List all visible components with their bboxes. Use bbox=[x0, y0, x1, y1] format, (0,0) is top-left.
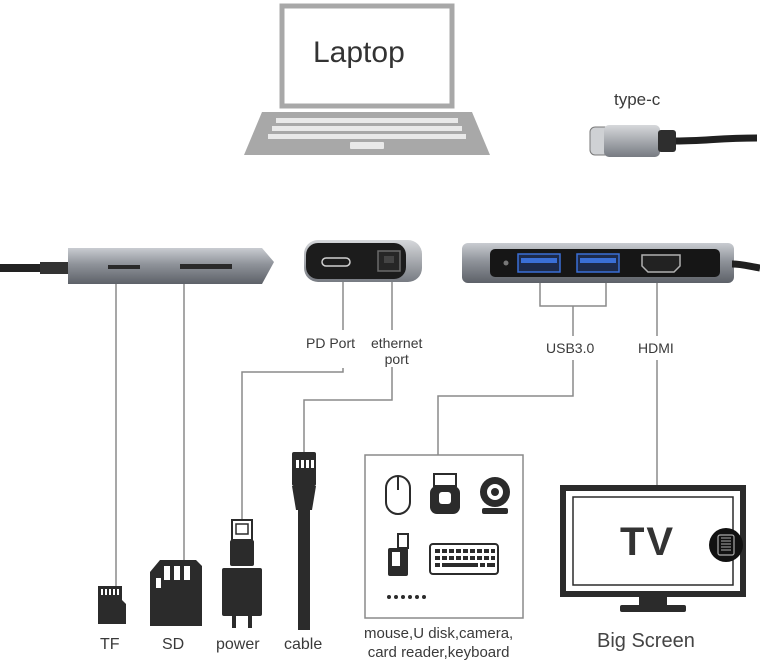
tv-screen-label: TV bbox=[620, 520, 676, 564]
ethernet-cable-icon bbox=[292, 452, 316, 630]
hdmi-label: HDMI bbox=[638, 340, 674, 356]
peripherals-box bbox=[364, 454, 524, 619]
type-c-cable-icon bbox=[589, 125, 758, 157]
laptop-label: Laptop bbox=[313, 36, 405, 69]
ethernet-label-line1: ethernet bbox=[371, 335, 423, 351]
big-screen-label: Big Screen bbox=[597, 630, 695, 652]
usb-hdmi-hub bbox=[462, 243, 760, 283]
tf-label: TF bbox=[100, 636, 120, 653]
laptop-icon bbox=[244, 3, 490, 155]
peripherals-label: mouse,U disk,camera, card reader,keyboar… bbox=[364, 624, 513, 662]
usb-label: USB3.0 bbox=[546, 340, 595, 356]
card-reader-hub bbox=[0, 248, 274, 284]
pd-ethernet-hub bbox=[304, 240, 422, 282]
camera-icon bbox=[480, 477, 510, 514]
peripherals-label-line1: mouse,U disk,camera, bbox=[364, 625, 514, 642]
ethernet-label-line2: port bbox=[384, 351, 409, 367]
tf-card-icon bbox=[98, 586, 126, 624]
mouse-icon bbox=[385, 475, 411, 515]
ethernet-port-label: ethernet port bbox=[371, 335, 422, 367]
peripherals-label-line2: card reader,keyboard bbox=[367, 644, 510, 661]
power-label: power bbox=[216, 636, 260, 653]
more-dots-icon bbox=[387, 595, 426, 599]
sd-card-icon bbox=[150, 560, 202, 626]
power-adapter-icon bbox=[222, 519, 262, 628]
type-c-label: type-c bbox=[614, 90, 661, 109]
cable-label: cable bbox=[284, 636, 323, 653]
sd-label: SD bbox=[162, 636, 185, 653]
card-reader-icon bbox=[388, 533, 409, 576]
pd-port-label: PD Port bbox=[306, 335, 356, 351]
tv-icon bbox=[560, 485, 746, 612]
keyboard-icon bbox=[429, 543, 499, 575]
usb-disk-icon bbox=[430, 473, 460, 514]
connection-lines bbox=[115, 282, 658, 586]
